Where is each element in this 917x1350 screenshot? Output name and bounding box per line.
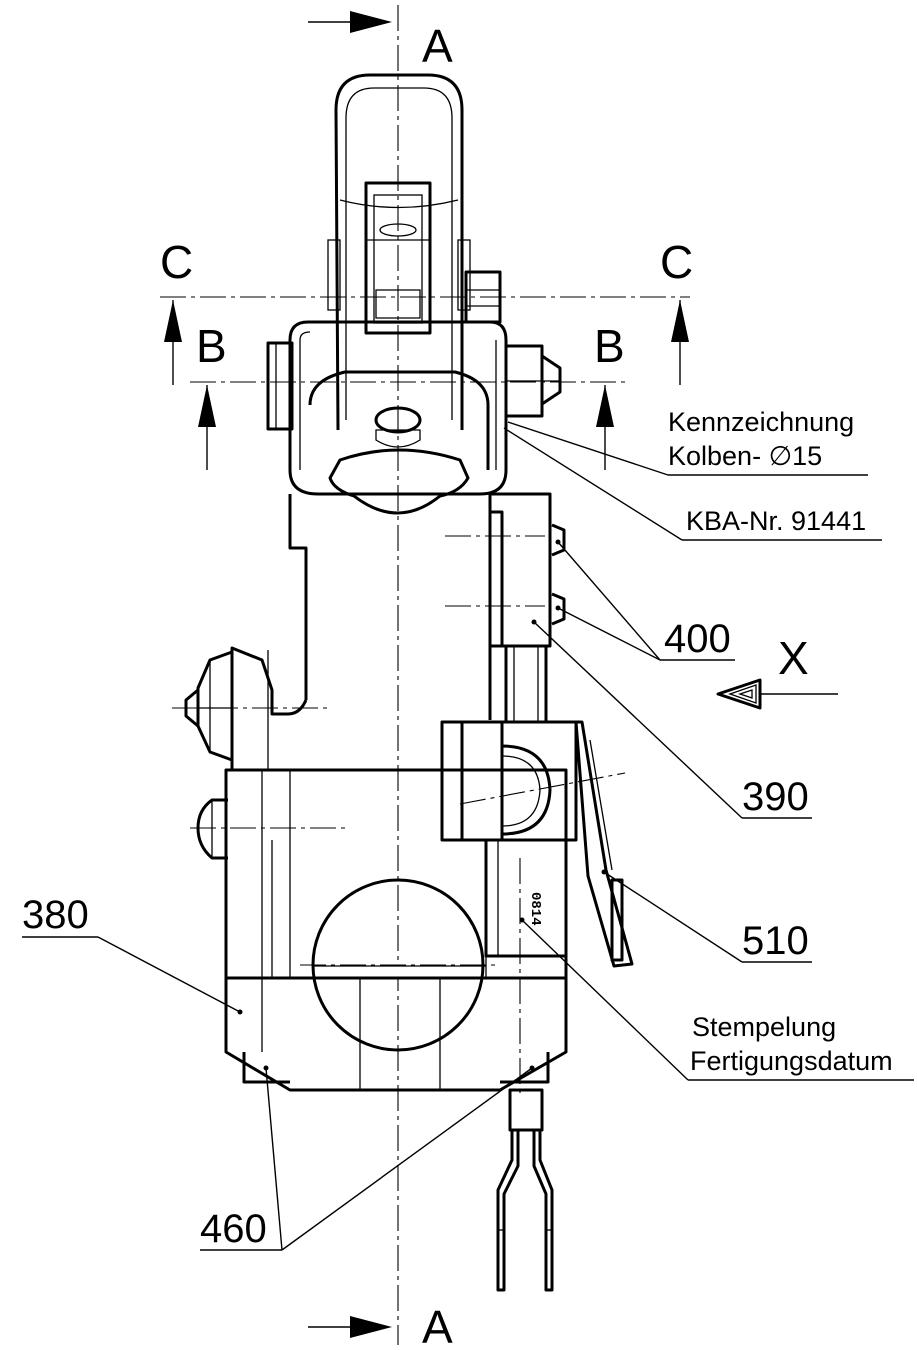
leader-lines — [22, 421, 914, 1251]
plate-510 — [574, 720, 634, 968]
view-label-x: X — [778, 632, 809, 684]
annotation-kolben: Kolben- ∅15 — [668, 441, 822, 471]
section-arrow-b-left — [198, 385, 216, 470]
annotation-kennzeichnung: Kennzeichnung — [668, 407, 854, 437]
section-label-a-bottom: A — [422, 1301, 453, 1350]
pivot-housing — [266, 320, 562, 515]
section-arrow-b-right — [596, 385, 614, 470]
part-number-390: 390 — [742, 775, 809, 819]
annotation-stempelung: Stempelung — [692, 1012, 836, 1042]
cable-connector — [496, 1088, 554, 1292]
nut-lower-left — [196, 798, 228, 860]
annotation-kba: KBA-Nr. 91441 — [686, 506, 866, 536]
section-arrow-a-bottom — [308, 1316, 392, 1338]
part-number-380: 380 — [22, 893, 89, 937]
clamp-body — [224, 768, 568, 1092]
stamp-code: 0814 — [527, 892, 543, 926]
center-lines — [160, 5, 690, 1345]
section-label-b-right: B — [594, 320, 625, 372]
part-number-510: 510 — [742, 919, 809, 963]
lever-handle — [327, 73, 502, 431]
bracket-block — [440, 720, 578, 958]
nut-upper-left — [184, 650, 234, 762]
section-label-c-left: C — [160, 236, 193, 288]
section-arrow-c-left — [164, 300, 182, 385]
section-label-a-top: A — [422, 20, 453, 72]
view-arrow-x — [716, 678, 838, 710]
section-arrow-a-top — [308, 11, 392, 33]
section-label-c-right: C — [660, 236, 693, 288]
section-arrow-c-right — [671, 300, 689, 385]
part-number-400: 400 — [664, 617, 731, 661]
section-label-b-left: B — [196, 320, 227, 372]
part-number-460: 460 — [200, 1207, 267, 1251]
main-body — [230, 492, 566, 770]
annotation-fertigungsdatum: Fertigungsdatum — [690, 1046, 893, 1076]
